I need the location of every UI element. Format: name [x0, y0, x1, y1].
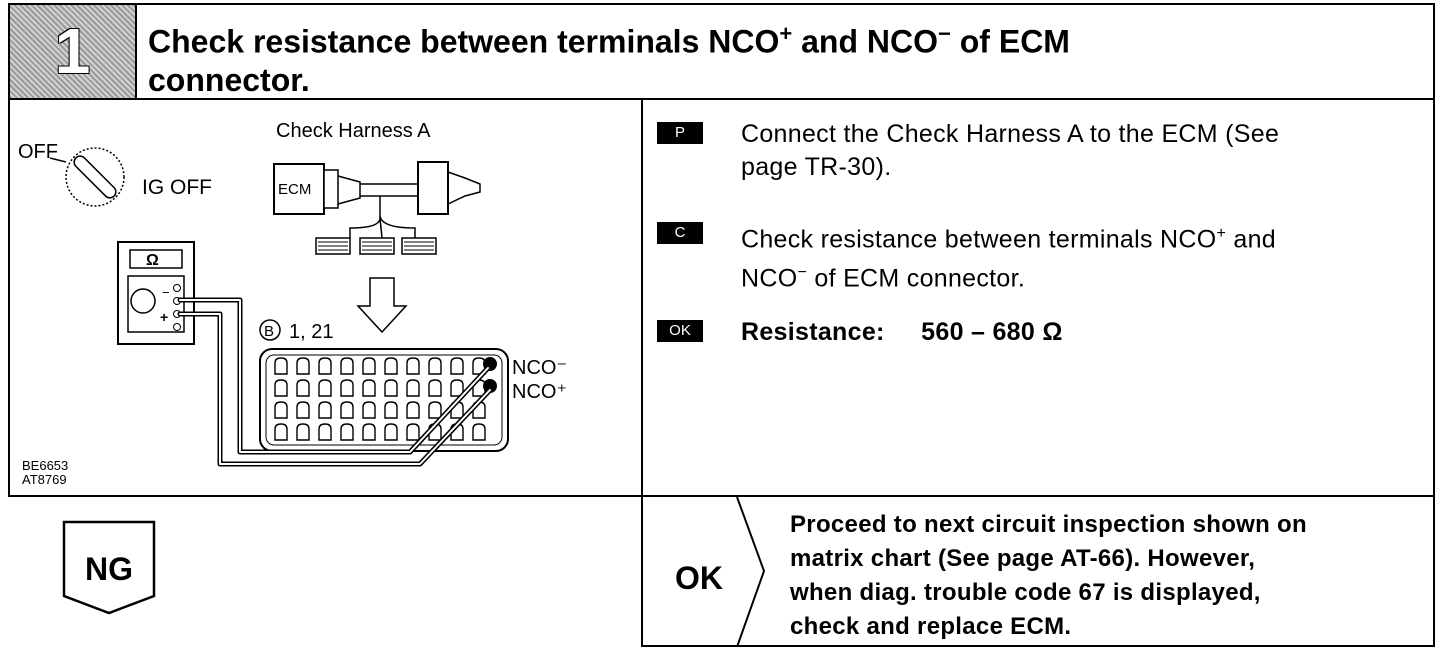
- ok-line-3: when diag. trouble code 67 is displayed,: [790, 579, 1261, 606]
- harness-label: Check Harness A: [276, 120, 431, 142]
- connector-pin: [318, 379, 332, 397]
- connector-pin: [296, 379, 310, 397]
- connector-pin: [318, 401, 332, 419]
- off-label: OFF: [18, 141, 58, 163]
- connector-pin: [406, 357, 420, 375]
- connector-pin: [274, 401, 288, 419]
- check-harness-icon: [273, 161, 481, 255]
- figure-code-2: AT8769: [22, 472, 67, 487]
- down-arrow-icon: [356, 277, 408, 334]
- connector-id-circle: [259, 319, 281, 341]
- connector-pin: [274, 423, 288, 441]
- column-divider: [641, 98, 643, 497]
- ig-off-label: IG OFF: [142, 176, 212, 199]
- spec-label: Resistance:: [741, 318, 885, 346]
- connector-pin: [450, 357, 464, 375]
- step-p-line2: page TR-30).: [741, 153, 892, 181]
- wiring-illustration: OFF IG OFF Check Harness A ECM Ω − + B 1…: [18, 120, 567, 467]
- connector-pin: [318, 423, 332, 441]
- connector-pin: [428, 401, 442, 419]
- connector-pin: [384, 379, 398, 397]
- connector-pin: [384, 357, 398, 375]
- title-part1: Check resistance between terminals NCO: [148, 23, 780, 60]
- connector-pin: [406, 423, 420, 441]
- ignition-switch-icon: [49, 147, 125, 207]
- ok-line-1: Proceed to next circuit inspection shown…: [790, 511, 1307, 538]
- connector-pin: [384, 423, 398, 441]
- connector-pin: [296, 401, 310, 419]
- connector-pin: [450, 379, 464, 397]
- ng-badge: NG: [62, 520, 156, 615]
- ok-line-2: matrix chart (See page AT-66). However,: [790, 545, 1256, 572]
- step-title: Check resistance between terminals NCO+ …: [148, 15, 1070, 99]
- connector-pin: [296, 357, 310, 375]
- nco-plus-label: NCO⁺: [512, 381, 567, 403]
- connector-pin: [340, 379, 354, 397]
- step-c-text: Check resistance between terminals NCO+ …: [741, 217, 1276, 296]
- connector-pin: [362, 379, 376, 397]
- ecm-label: ECM: [278, 181, 311, 198]
- connector-pin: [362, 401, 376, 419]
- procedure-frame: [8, 3, 1435, 497]
- ok-result-box: [641, 497, 1435, 647]
- step-c-line1: Check resistance between terminals NCO: [741, 225, 1217, 254]
- connector-pin: [384, 401, 398, 419]
- step-number: 1: [54, 15, 91, 87]
- ok-result-text: Proceed to next circuit inspection shown…: [790, 508, 1307, 644]
- connector-pin: [318, 357, 332, 375]
- connector-id: B: [264, 323, 274, 340]
- connector-pin: [340, 357, 354, 375]
- connector-pin: [340, 401, 354, 419]
- step-c-sup1: +: [1216, 225, 1227, 242]
- ok-label: OK: [675, 560, 723, 596]
- ohm-symbol: Ω: [146, 252, 159, 269]
- figure-code-1: BE6653: [22, 458, 69, 473]
- ok-line-4: check and replace ECM.: [790, 613, 1072, 640]
- tag-ok: OK: [657, 320, 703, 342]
- connector-pin: [428, 357, 442, 375]
- pins-label: 1, 21: [289, 321, 333, 343]
- step-c-sup2: −: [797, 264, 808, 282]
- connector-pin: [406, 401, 420, 419]
- step-p-text: Connect the Check Harness A to the ECM (…: [741, 118, 1279, 184]
- title-part2: and NCO: [792, 23, 938, 60]
- title-line2: connector.: [148, 61, 310, 98]
- connector-pin: [406, 379, 420, 397]
- connector-pin: [340, 423, 354, 441]
- tag-p: P: [657, 122, 703, 144]
- step-p-line1: Connect the Check Harness A to the ECM (…: [741, 120, 1280, 148]
- title-part3: of ECM: [950, 23, 1070, 60]
- connector-pin: [274, 379, 288, 397]
- spec-value: 560 – 680 Ω: [921, 318, 1063, 346]
- meter-minus: −: [162, 285, 170, 300]
- tag-c: C: [657, 222, 703, 244]
- step-header: 1 Check resistance between terminals NCO…: [10, 5, 1433, 100]
- connector-pin: [428, 379, 442, 397]
- ohmmeter-icon: [117, 241, 195, 345]
- meter-plus: +: [160, 309, 168, 325]
- connector-pin: [274, 357, 288, 375]
- title-sup2: −: [938, 21, 951, 46]
- step-number-box: [10, 5, 137, 98]
- ecm-connector-icon: [259, 348, 509, 452]
- connector-pin: [362, 423, 376, 441]
- step-c-line1-end: and: [1226, 225, 1276, 254]
- nco-minus-label: NCO⁻: [512, 357, 567, 379]
- connector-pin: [296, 423, 310, 441]
- step-c-line2: NCO: [741, 264, 798, 293]
- spec-text: Resistance: 560 – 680 Ω: [741, 316, 1063, 349]
- connector-pin: [472, 423, 486, 441]
- connector-pin: [362, 357, 376, 375]
- ng-label: NG: [85, 551, 133, 587]
- ok-arrow-tab: OK: [675, 497, 766, 647]
- step-c-line2-end: of ECM connector.: [807, 264, 1026, 293]
- title-sup1: +: [779, 21, 793, 46]
